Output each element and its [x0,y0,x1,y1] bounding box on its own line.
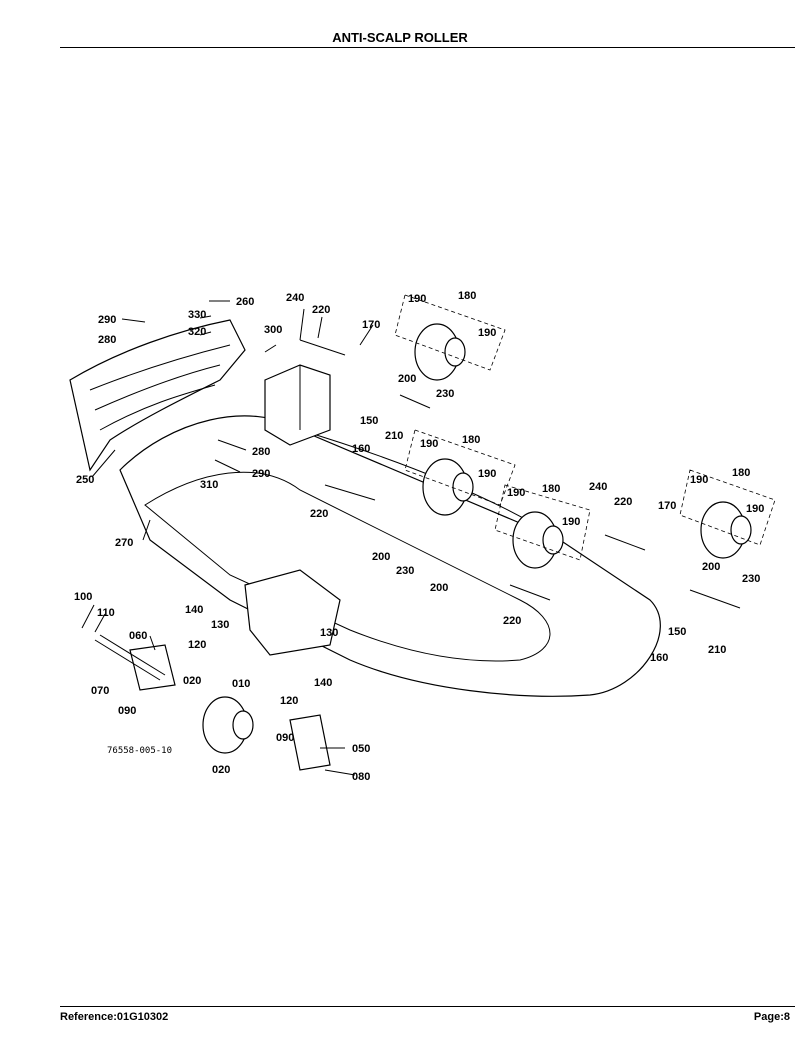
callout-020: 020 [212,764,230,776]
footer-rule [60,1006,795,1007]
callout-220: 220 [310,508,328,520]
callout-190: 190 [690,474,708,486]
callout-120: 120 [188,639,206,651]
callout-210: 210 [385,430,403,442]
callout-230: 230 [396,565,414,577]
callout-220: 220 [312,304,330,316]
callout-190: 190 [408,293,426,305]
callout-110: 110 [97,607,115,619]
callout-240: 240 [589,481,607,493]
reference-label: Reference:01G10302 [60,1011,169,1023]
callout-190: 190 [562,516,580,528]
callout-010: 010 [232,678,250,690]
callout-230: 230 [742,573,760,585]
roller-front [202,696,254,754]
callout-290: 290 [98,314,116,326]
callout-270: 270 [115,537,133,549]
callout-130: 130 [211,619,229,631]
page-title: ANTI-SCALP ROLLER [332,30,468,45]
callout-180: 180 [542,483,560,495]
callout-020: 020 [183,675,201,687]
callout-200: 200 [372,551,390,563]
callout-240: 240 [286,292,304,304]
callout-labels: 290 330 260 320 280 300 240 220 170 190 … [74,290,764,783]
callout-200: 200 [430,582,448,594]
callout-130: 130 [320,627,338,639]
callout-170: 170 [658,500,676,512]
callout-260: 260 [236,296,254,308]
callout-150: 150 [360,415,378,427]
figure-reference: 76558-005-10 [107,746,173,756]
callout-280: 280 [98,334,116,346]
callout-280: 280 [252,446,270,458]
callout-320: 320 [188,326,206,338]
callout-180: 180 [732,467,750,479]
callout-160: 160 [352,443,370,455]
header-rule [60,47,795,48]
roller-mid-right [494,484,591,569]
callout-200: 200 [702,561,720,573]
callout-140: 140 [314,677,332,689]
roller-right [679,469,776,559]
callout-180: 180 [462,434,480,446]
page-number: Page:8 [753,1011,790,1023]
discharge-chute [69,319,246,472]
roller-mid-left [404,429,516,516]
callout-310: 310 [200,479,218,491]
callout-190: 190 [478,327,496,339]
callout-220: 220 [614,496,632,508]
callout-190: 190 [478,468,496,480]
callout-290: 290 [252,468,270,480]
callout-170: 170 [362,319,380,331]
callout-070: 070 [91,685,109,697]
callout-230: 230 [436,388,454,400]
callout-190: 190 [507,487,525,499]
callout-100: 100 [74,591,92,603]
callout-090: 090 [276,732,294,744]
callout-180: 180 [458,290,476,302]
callout-160: 160 [650,652,668,664]
rear-bracket [264,364,331,446]
leader-lines [81,300,374,776]
callout-190: 190 [420,438,438,450]
callout-080: 080 [352,771,370,783]
callout-120: 120 [280,695,298,707]
callout-250: 250 [76,474,94,486]
callout-140: 140 [185,604,203,616]
callout-050: 050 [352,743,370,755]
callout-210: 210 [708,644,726,656]
callout-150: 150 [668,626,686,638]
callout-300: 300 [264,324,282,336]
callout-190: 190 [746,503,764,515]
callout-060: 060 [129,630,147,642]
shafts [299,339,741,609]
callout-220: 220 [503,615,521,627]
callout-330: 330 [188,309,206,321]
callout-090: 090 [118,705,136,717]
callout-200: 200 [398,373,416,385]
front-brackets [94,569,341,771]
roller-rear [394,294,506,381]
